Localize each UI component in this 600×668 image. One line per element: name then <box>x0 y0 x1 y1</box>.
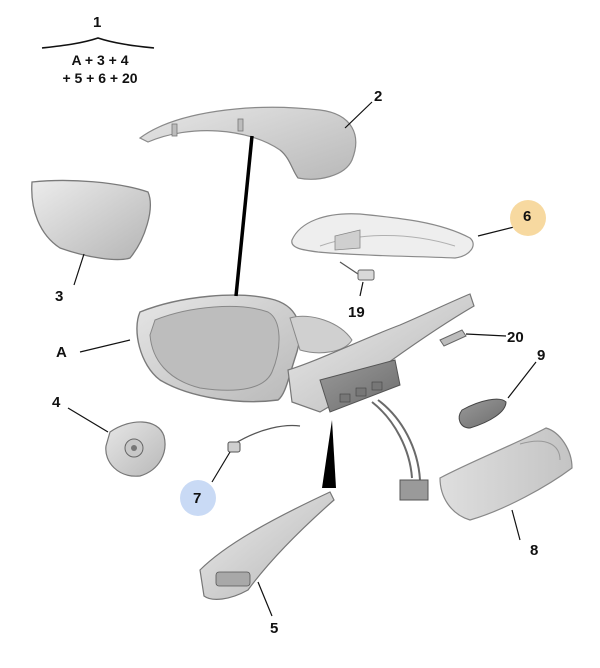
callout-1: 1 <box>93 14 102 31</box>
formula-line-2: + 5 + 6 + 20 <box>62 70 138 86</box>
callout-9: 9 <box>537 347 546 364</box>
leader-20 <box>465 333 507 337</box>
assembly-arrows <box>234 135 336 488</box>
part-8-base-cover <box>439 427 573 521</box>
leader-8 <box>511 509 521 541</box>
leader-4 <box>67 407 109 433</box>
part-A-mirror-housing <box>136 294 353 403</box>
leader-5 <box>257 581 273 617</box>
wiring-harness <box>371 399 429 501</box>
part-19-bulb <box>339 261 375 281</box>
part-6-turn-signal <box>291 213 474 259</box>
callout-7: 7 <box>193 490 202 507</box>
mirror-base-arm <box>287 293 475 413</box>
leader-lines <box>67 101 537 617</box>
arrow-trim-to-housing <box>322 420 336 488</box>
part-3-mirror-glass <box>31 179 151 261</box>
part-5-lower-trim <box>199 491 335 600</box>
leader-A <box>79 339 131 353</box>
leader-7 <box>211 451 231 483</box>
part-4-glass-motor <box>105 421 166 477</box>
callout-3: 3 <box>55 288 64 305</box>
part-20-fastener <box>439 329 467 347</box>
formula-line-1: A + 3 + 4 <box>71 52 129 68</box>
arrow-cover-to-housing <box>234 135 254 297</box>
brace <box>41 37 155 49</box>
part-9-connector <box>458 398 507 429</box>
part-7-connector <box>227 424 301 453</box>
leader-9 <box>507 361 537 399</box>
highlight-7 <box>180 480 216 516</box>
leader-19 <box>359 281 364 297</box>
callout-8: 8 <box>530 542 539 559</box>
leader-3 <box>73 253 85 286</box>
callout-20: 20 <box>507 329 524 346</box>
callout-2: 2 <box>374 88 383 105</box>
part-2-mirror-cover <box>138 106 357 180</box>
callout-6: 6 <box>523 208 532 225</box>
callout-A: A <box>56 344 67 361</box>
highlight-6 <box>510 200 546 236</box>
leader-2 <box>344 101 373 129</box>
callout-4: 4 <box>52 394 61 411</box>
callout-19: 19 <box>348 304 365 321</box>
callout-5: 5 <box>270 620 279 637</box>
leader-6 <box>477 225 519 237</box>
